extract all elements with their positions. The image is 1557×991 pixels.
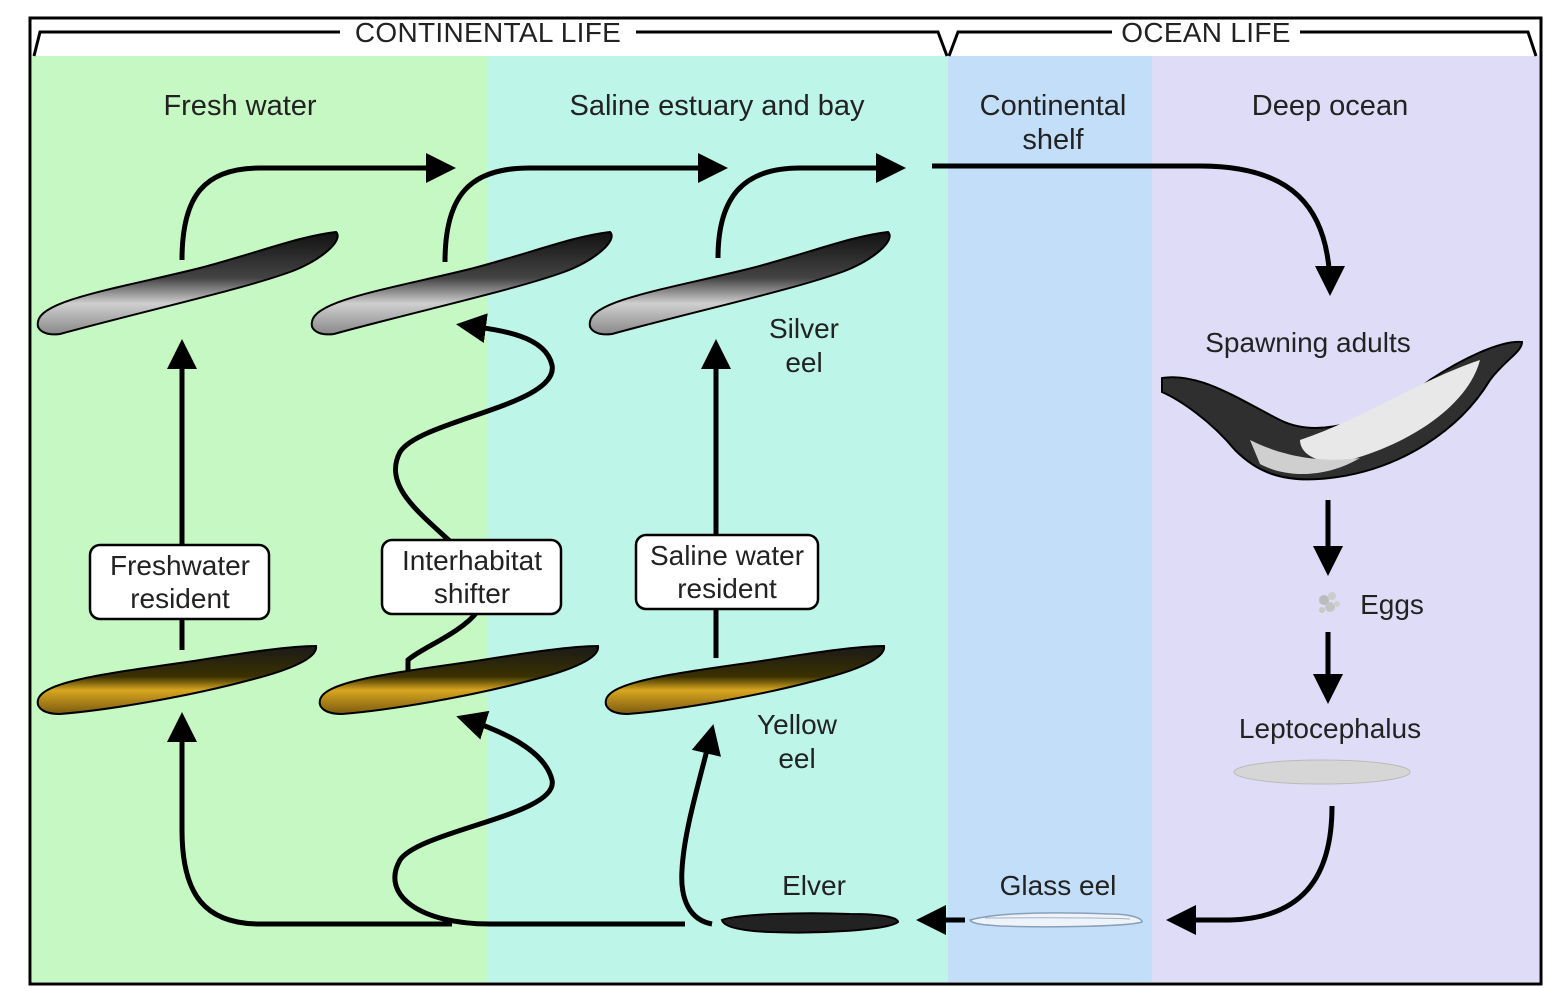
frame — [28, 16, 1543, 986]
eggs-icon — [1319, 592, 1340, 613]
continental-shelf-zone — [948, 56, 1152, 982]
continental-bracket: CONTINENTAL LIFE — [32, 17, 949, 57]
yellow-eel-label-line2: eel — [778, 743, 815, 774]
spawning-adult-eel — [1161, 340, 1524, 481]
arrow-shifter-zigzag-up — [392, 313, 555, 672]
ocean-bracket: OCEAN LIFE — [947, 17, 1538, 57]
deep-ocean-label: Deep ocean — [1252, 90, 1408, 122]
interhabitat-shifter-line2: shifter — [434, 578, 510, 609]
yellow-eel-label-line1: Yellow — [757, 709, 838, 740]
arrow-elver-to-saline — [679, 724, 721, 927]
fresh-water-label: Fresh water — [163, 90, 316, 122]
ocean-life-label: OCEAN LIFE — [1121, 17, 1290, 48]
elver-label: Elver — [782, 870, 846, 901]
silver-eel-shifter — [310, 230, 613, 336]
arrow-fresh-silver-out — [179, 153, 456, 261]
saline-water-resident-box: Saline water resident — [634, 533, 820, 611]
interhabitat-shifter-box: Interhabitat shifter — [380, 538, 563, 616]
glass-eel-label: Glass eel — [1000, 870, 1117, 901]
leptocephalus-larva — [1233, 759, 1411, 785]
deep-ocean-zone — [1152, 56, 1539, 982]
arrow-elver-to-fresh — [167, 712, 452, 927]
yellow-eel-fresh — [36, 644, 318, 716]
arrow-lepto-to-glass — [1166, 805, 1335, 935]
arrow-to-spawning — [932, 163, 1345, 296]
elver-eel — [720, 912, 900, 934]
fresh-water-zone — [32, 56, 488, 982]
interhabitat-shifter-line1: Interhabitat — [402, 545, 542, 576]
continental-shelf-label-line1: Continental — [980, 90, 1127, 122]
freshwater-resident-box: Freshwater resident — [88, 543, 271, 621]
arrow-elver-to-shifter — [392, 710, 685, 927]
arrow-shifter-silver-out — [442, 153, 728, 263]
silver-eel-fresh — [36, 230, 339, 336]
freshwater-resident-line2: resident — [130, 583, 230, 614]
spawning-adults-label: Spawning adults — [1205, 327, 1410, 358]
continental-shelf-label-line2: shelf — [1022, 124, 1084, 156]
silver-eel-label-line2: eel — [785, 347, 822, 378]
silver-eel-saline — [588, 230, 891, 336]
silver-eel-label-line1: Silver — [769, 313, 839, 344]
continental-life-label: CONTINENTAL LIFE — [355, 17, 621, 48]
saline-estuary-label: Saline estuary and bay — [569, 90, 865, 122]
glass-eel — [968, 912, 1143, 928]
saline-water-resident-line1: Saline water — [650, 540, 804, 571]
saline-water-resident-line2: resident — [677, 573, 777, 604]
arrow-saline-silver-out — [715, 153, 906, 259]
leptocephalus-label: Leptocephalus — [1239, 713, 1421, 744]
freshwater-resident-line1: Freshwater — [110, 550, 250, 581]
yellow-eel-saline — [604, 644, 886, 716]
yellow-eel-shifter — [318, 644, 600, 716]
eggs-label: Eggs — [1360, 589, 1424, 620]
